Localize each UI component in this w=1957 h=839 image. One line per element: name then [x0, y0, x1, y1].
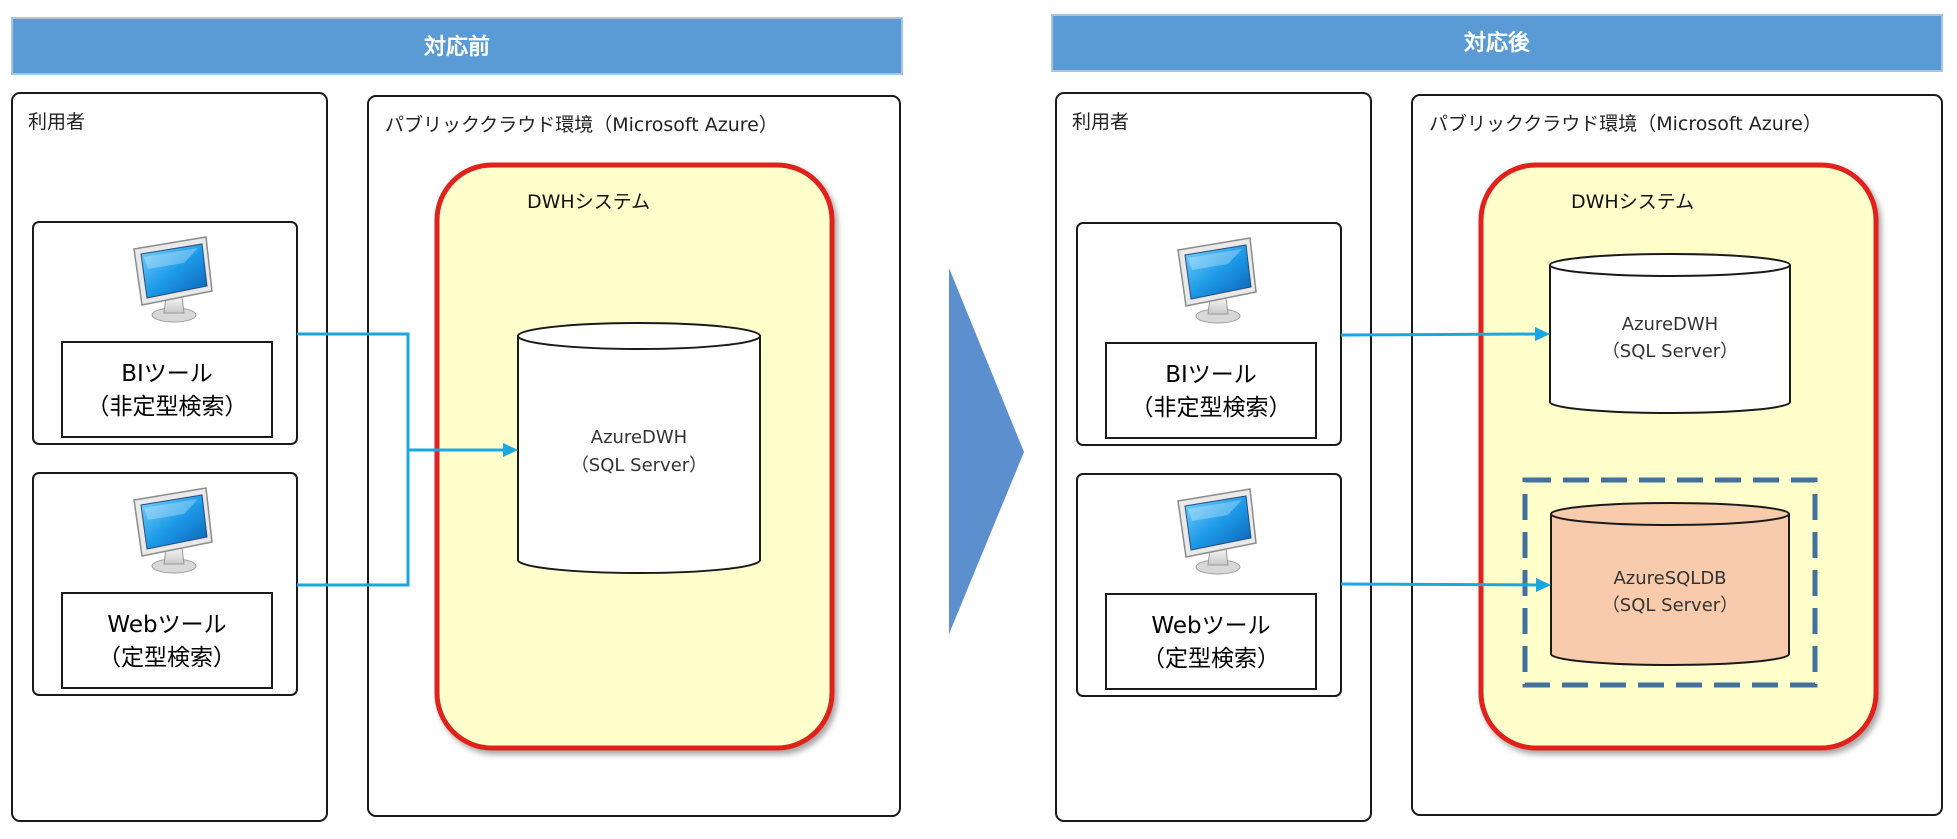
before-connectors: [297, 332, 505, 587]
arrowhead-icon: [1535, 327, 1550, 341]
after-web-tool-label-box: [1105, 593, 1317, 690]
after-connectors: [1340, 332, 1539, 587]
after-section: 対応後 利用者 BIツール （非定型検索） Webツール （定型検索） パブリッ…: [1051, 14, 1943, 822]
before-bi-tool-desc: （非定型検索）: [87, 394, 248, 420]
before-web-tool-label-box: [61, 592, 273, 689]
after-azure-dwh-name: AzureDWH: [1622, 314, 1718, 335]
before-web-tool-name: Webツール: [107, 612, 226, 638]
after-new-component-highlight: [1522, 477, 1818, 688]
after-azure-dwh-database: [1549, 253, 1791, 414]
transition-arrow-icon: [949, 268, 1024, 634]
arrowhead-icon: [1536, 578, 1551, 592]
after-web-tool-desc: （定型検索）: [1142, 646, 1280, 672]
after-azure-sqldb-desc: （SQL Server）: [1602, 595, 1738, 616]
before-section: 対応前 利用者 BIツール （非定型検索） Webツール （定型検索） パブリッ…: [11, 17, 903, 822]
after-users-label: 利用者: [1072, 111, 1129, 133]
after-web-tool-name: Webツール: [1151, 613, 1270, 639]
after-bi-tool-desc: （非定型検索）: [1131, 395, 1292, 421]
arrowhead-icon: [503, 443, 518, 457]
before-azure-dwh-database: [517, 322, 761, 574]
after-dwh-system-label: DWHシステム: [1571, 191, 1694, 213]
before-header-bar: [11, 17, 903, 75]
before-bi-tool-name: BIツール: [121, 361, 213, 387]
after-cloud-label: パブリッククラウド環境（Microsoft Azure）: [1429, 112, 1822, 135]
before-header-title: 対応前: [424, 34, 490, 60]
before-users-panel: [11, 92, 328, 822]
after-azure-sqldb-name: AzureSQLDB: [1613, 568, 1726, 589]
after-bi-tool-label-box: [1105, 342, 1317, 439]
after-azure-dwh-desc: （SQL Server）: [1602, 341, 1738, 362]
before-cloud-label: パブリッククラウド環境（Microsoft Azure）: [385, 113, 778, 136]
before-bi-tool-label-box: [61, 341, 273, 438]
before-azure-dwh-name: AzureDWH: [591, 427, 687, 448]
after-header-bar: [1051, 14, 1943, 72]
before-users-label: 利用者: [28, 111, 85, 133]
after-header-title: 対応後: [1464, 30, 1531, 56]
after-users-panel: [1055, 92, 1372, 822]
before-dwh-system-label: DWHシステム: [527, 191, 650, 213]
after-azure-sqldb-database: [1550, 502, 1790, 666]
before-web-tool-desc: （定型検索）: [98, 645, 236, 671]
before-azure-dwh-desc: （SQL Server）: [571, 455, 707, 476]
after-bi-tool-name: BIツール: [1165, 362, 1257, 388]
